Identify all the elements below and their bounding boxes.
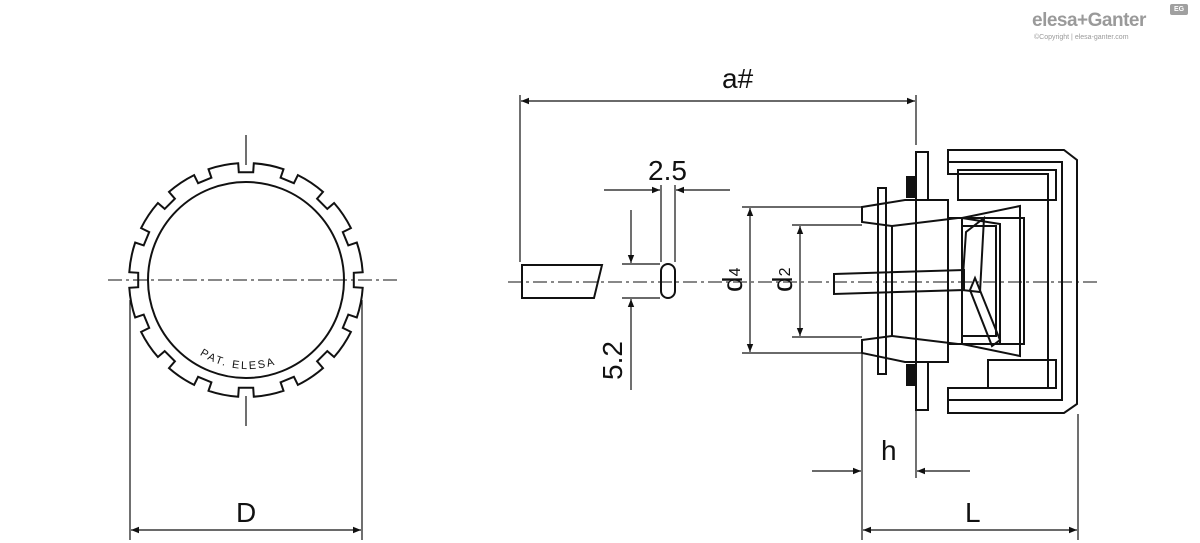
knurled-outline	[128, 162, 364, 398]
label-a: a#	[722, 63, 754, 94]
knob-body	[833, 149, 1078, 414]
label-L: L	[965, 497, 981, 528]
label-h: h	[881, 435, 897, 466]
label-2-5: 2.5	[648, 155, 687, 186]
foam-insert-bottom	[987, 359, 1057, 389]
shaft	[833, 268, 965, 296]
inner-circle	[147, 181, 345, 379]
section-view: a# 2.5 5.2 d4 d2	[508, 63, 1100, 540]
pat-elesa-text: PAT. ELESA	[198, 347, 277, 372]
label-d2: d2	[767, 267, 798, 292]
foam-insert-top	[957, 169, 1057, 201]
label-D: D	[236, 497, 256, 528]
slot-piece	[521, 263, 676, 299]
label-5-2: 5.2	[597, 341, 628, 380]
gasket-bottom	[906, 364, 916, 386]
label-d4: d4	[717, 267, 748, 292]
slot-profile	[660, 263, 676, 299]
washer	[877, 187, 887, 375]
logo-text: elesa+Ganter	[1032, 10, 1146, 31]
gasket-top	[906, 176, 916, 198]
brand-logo: elesa+Ganter EG ©Copyright | elesa-gante…	[1032, 4, 1192, 50]
front-view: PAT. ELESA D	[108, 135, 398, 540]
logo-copyright: ©Copyright | elesa-ganter.com	[1034, 34, 1129, 41]
logo-badge: EG	[1170, 4, 1188, 15]
latch-lower	[968, 275, 1002, 348]
